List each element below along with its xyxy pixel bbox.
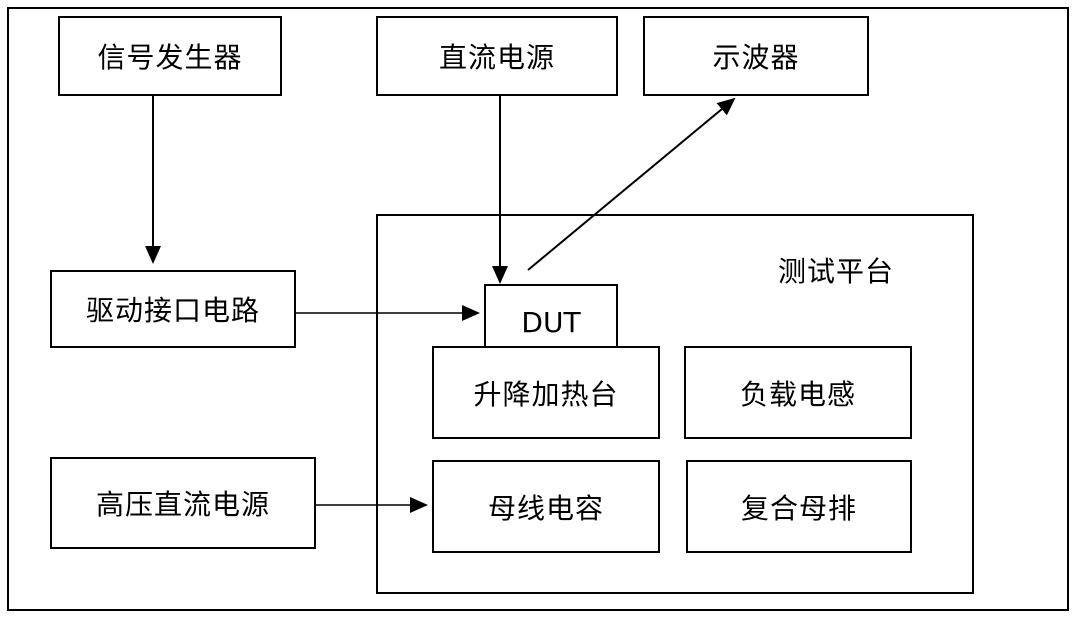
bus-capacitor-box: 母线电容	[432, 460, 660, 553]
load-inductor-box: 负载电感	[684, 346, 912, 439]
test-platform-label: 测试平台	[778, 255, 895, 288]
diagram-frame	[7, 7, 1069, 611]
laminated-busbar-box: 复合母排	[686, 460, 912, 553]
driver-interface-box: 驱动接口电路	[50, 270, 296, 348]
signal-generator-box: 信号发生器	[58, 16, 282, 96]
heating-stage-box: 升降加热台	[432, 346, 660, 439]
hv-dc-power-box: 高压直流电源	[50, 457, 316, 549]
oscilloscope-box: 示波器	[643, 16, 869, 96]
dc-power-box: 直流电源	[376, 16, 618, 96]
